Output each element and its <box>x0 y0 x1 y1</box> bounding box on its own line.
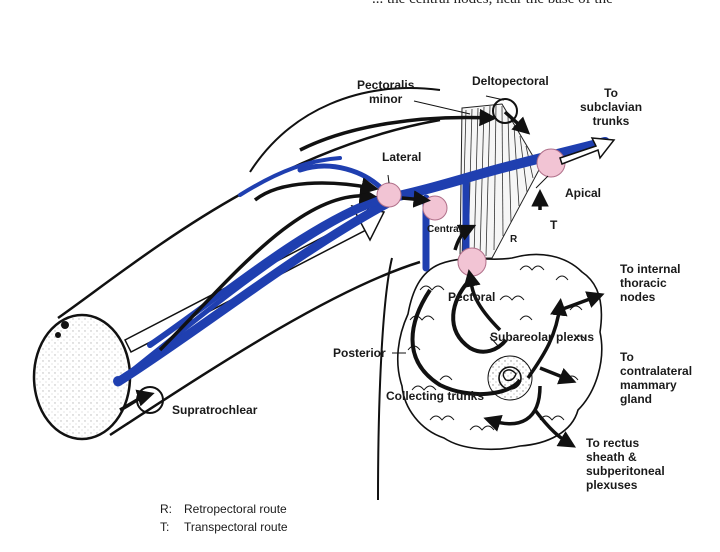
shoulder-outline <box>249 87 441 173</box>
label-supratrochlear: Supratrochlear <box>172 403 258 417</box>
label-collecting-trunks: Collecting trunks <box>386 389 485 403</box>
route-arrows <box>119 108 605 448</box>
arm-lower-edge <box>109 260 421 437</box>
page-header-fragment: ... the central nodes, near the base of … <box>372 0 613 8</box>
label-to-rectus-sheath: To rectus sheath & subperitoneal plexuse… <box>586 436 665 492</box>
lateral-node <box>376 182 402 208</box>
pectoral-node <box>457 247 487 277</box>
legend: R:Retropectoral route T:Transpectoral ro… <box>160 500 288 536</box>
label-lateral: Lateral <box>382 150 422 164</box>
label-pectoralis-minor: Pectoralis minor <box>357 78 415 106</box>
label-r-marker: R <box>510 234 518 245</box>
breast-tissue <box>396 253 603 451</box>
arrow-to-subclavian <box>559 137 616 165</box>
breast-lobule-texture <box>407 265 587 431</box>
label-pectoral: Pectoral <box>448 290 496 304</box>
label-t-marker: T <box>550 218 558 232</box>
label-to-contralateral-mammary-gland: To contralateral mammary gland <box>620 350 693 406</box>
label-posterior: Posterior <box>333 346 386 360</box>
label-subareolar-plexus: Subareolar plexus <box>490 330 595 344</box>
lymph-nodes <box>376 148 566 277</box>
label-to-internal-thoracic-nodes: To internal thoracic nodes <box>620 262 681 304</box>
deltopectoral-node <box>492 98 518 124</box>
arm-upper-edge <box>57 118 441 320</box>
torso-outline <box>377 257 393 501</box>
legend-item: T:Transpectoral route <box>160 520 288 534</box>
apical-node <box>536 148 566 178</box>
legend-item: R:Retropectoral route <box>160 502 287 516</box>
nipple-areola <box>487 355 533 401</box>
label-to-subclavian-trunks: To subclavian trunks <box>580 86 643 128</box>
central-node <box>422 195 448 221</box>
label-apical: Apical <box>565 186 602 200</box>
supratrochlear-node <box>136 386 164 414</box>
label-deltopectoral: Deltopectoral <box>472 74 549 88</box>
label-central: Central <box>427 224 462 235</box>
